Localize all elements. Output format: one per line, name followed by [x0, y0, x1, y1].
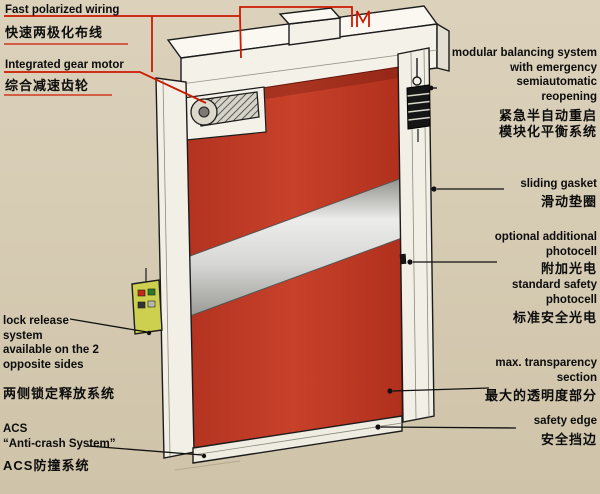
label-photocell-standard-zh: 标准安全光电 — [512, 310, 597, 325]
transparency-band — [189, 177, 403, 317]
label-transparency-zh: 最大的透明度部分 — [484, 388, 597, 403]
balancing-system — [406, 58, 431, 142]
leader-lines — [69, 87, 517, 456]
label-acs-zh: ACS防撞系统 — [3, 458, 90, 473]
leader-safety-edge — [380, 426, 517, 429]
dot-sliding-gasket — [431, 186, 437, 192]
leader-lock-release — [69, 318, 148, 333]
label-lock-release-en: lock release system available on the 2 o… — [3, 315, 99, 371]
label-photocell-standard-en: standard safety photocell — [511, 279, 597, 306]
motor-coil-symbol — [356, 10, 370, 27]
label-balancing-zh: 紧急半自动重启 模块化平衡系统 — [498, 108, 597, 140]
label-fast-polarized-wiring-en: Fast polarized wiring — [5, 4, 120, 16]
dot-lock-release — [146, 330, 152, 336]
label-sliding-gasket-en: sliding gasket — [520, 178, 597, 190]
safety-edge-bar — [192, 415, 403, 464]
label-sliding-gasket-zh: 滑动垫圈 — [540, 194, 597, 209]
label-integrated-gear-motor-en: Integrated gear motor — [5, 59, 124, 71]
leader-transparency — [392, 387, 490, 392]
label-balancing-en: modular balancing system with emergency … — [451, 47, 597, 103]
label-fast-polarized-wiring-zh: 快速两极化布线 — [5, 25, 104, 40]
label-transparency-en: max. transparency section — [495, 357, 597, 384]
photocell-sensor — [399, 253, 407, 265]
label-integrated-gear-motor-zh: 综合减速齿轮 — [5, 78, 90, 93]
dot-safety-edge — [375, 424, 381, 430]
housing-top-box-top — [278, 7, 342, 25]
dot-photocell — [407, 259, 413, 265]
gear-motor — [190, 91, 260, 127]
label-lock-release-zh: 两侧锁定释放系统 — [3, 386, 116, 401]
label-photocell-optional-en: optional additional photocell — [494, 231, 597, 258]
polarized-wiring — [4, 6, 370, 104]
dot-balancing — [428, 85, 434, 91]
label-photocell-optional-zh: 附加光电 — [540, 261, 597, 276]
lock-release-box — [131, 268, 163, 335]
dot-acs — [201, 453, 207, 459]
dot-transparency — [387, 388, 393, 394]
label-safety-edge-zh: 安全挡边 — [540, 432, 597, 447]
floor-shadow-line — [174, 460, 241, 471]
motor-leader-red — [4, 71, 207, 104]
leader-acs — [87, 445, 203, 456]
housing-end-cap — [436, 22, 450, 72]
label-safety-edge-en: safety edge — [533, 415, 597, 427]
wiring-run — [4, 6, 353, 27]
wiring-drop-motor — [239, 15, 242, 59]
leader-dots — [146, 85, 437, 459]
label-acs-en: ACS “Anti-crash System” — [3, 423, 116, 450]
